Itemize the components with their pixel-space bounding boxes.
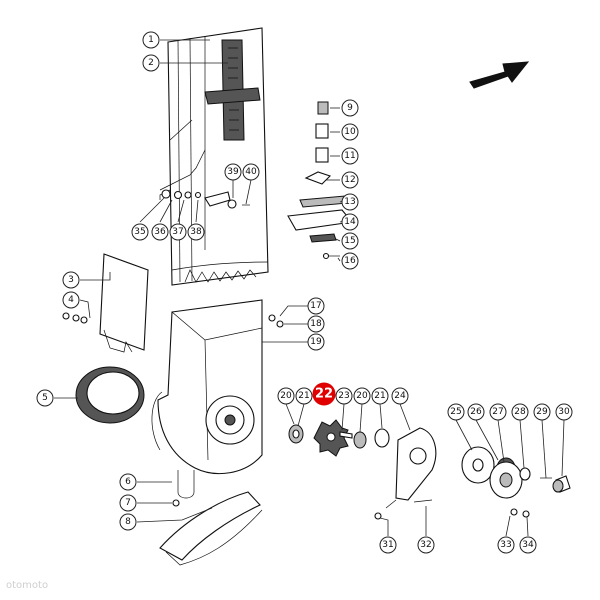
callout-2-label: 2 xyxy=(148,58,154,68)
callout-38-label: 38 xyxy=(190,227,202,237)
u-bolt-and-guard xyxy=(159,470,263,566)
callout-26-label: 26 xyxy=(470,407,482,417)
callout-24-label: 24 xyxy=(394,391,406,401)
callout-40: 40 xyxy=(242,163,260,181)
callout-22-highlighted: 22 xyxy=(312,382,336,406)
callout-25: 25 xyxy=(447,403,465,421)
callout-33-label: 33 xyxy=(500,540,511,550)
callout-16: 16 xyxy=(341,252,359,270)
callout-24: 24 xyxy=(391,387,409,405)
callout-35: 35 xyxy=(131,223,149,241)
callout-8: 8 xyxy=(119,513,137,531)
callout-17-label: 17 xyxy=(310,301,321,311)
elevator-chain xyxy=(204,39,261,141)
bolt-group-35-38 xyxy=(159,149,250,209)
watermark: otomoto xyxy=(6,580,48,591)
callout-19: 19 xyxy=(307,333,325,351)
callout-9-label: 9 xyxy=(347,103,353,113)
callout-6: 6 xyxy=(119,473,137,491)
callout-21b: 21 xyxy=(371,387,389,405)
drive-parts xyxy=(288,419,571,520)
direction-arrow-icon xyxy=(469,61,530,89)
callout-32-label: 32 xyxy=(420,540,431,550)
callout-20: 20 xyxy=(277,387,295,405)
callout-18-label: 18 xyxy=(310,319,322,329)
callout-16-label: 16 xyxy=(344,256,356,266)
callout-26: 26 xyxy=(467,403,485,421)
callout-20-label: 20 xyxy=(280,391,292,401)
callout-33: 33 xyxy=(497,536,515,554)
callout-11-label: 11 xyxy=(344,151,355,161)
callout-14-label: 14 xyxy=(344,217,356,227)
callout-36-label: 36 xyxy=(154,227,166,237)
callout-28-label: 28 xyxy=(514,407,526,417)
callout-27: 27 xyxy=(489,403,507,421)
callout-37: 37 xyxy=(169,223,187,241)
callout-12: 12 xyxy=(341,171,359,189)
callout-22-label: 22 xyxy=(315,387,333,402)
callout-29: 29 xyxy=(533,403,551,421)
callout-34: 34 xyxy=(519,536,537,554)
callout-28: 28 xyxy=(511,403,529,421)
callout-13-label: 13 xyxy=(344,197,355,207)
callout-10: 10 xyxy=(341,123,359,141)
callout-29-label: 29 xyxy=(536,407,548,417)
callout-13: 13 xyxy=(341,193,359,211)
callout-31: 31 xyxy=(379,536,397,554)
fan-housing xyxy=(151,299,263,475)
callout-30: 30 xyxy=(555,403,573,421)
callout-3: 3 xyxy=(62,271,80,289)
callout-25-label: 25 xyxy=(450,407,461,417)
callout-4: 4 xyxy=(62,291,80,309)
callout-2: 2 xyxy=(142,54,160,72)
callout-15: 15 xyxy=(341,232,359,250)
callout-1: 1 xyxy=(142,31,160,49)
callout-10-label: 10 xyxy=(344,127,356,137)
callout-15-label: 15 xyxy=(344,236,355,246)
callout-31-label: 31 xyxy=(382,540,393,550)
callout-12-label: 12 xyxy=(344,175,355,185)
callout-40-label: 40 xyxy=(245,167,257,177)
callout-17: 17 xyxy=(307,297,325,315)
callout-21-label: 21 xyxy=(298,391,309,401)
callout-23-label: 23 xyxy=(338,391,349,401)
callout-7-label: 7 xyxy=(125,498,131,508)
callout-9: 9 xyxy=(341,99,359,117)
callout-32: 32 xyxy=(417,536,435,554)
cover-plate xyxy=(99,253,149,353)
callout-7: 7 xyxy=(119,494,137,512)
callout-34-label: 34 xyxy=(522,540,534,550)
callout-6-label: 6 xyxy=(125,477,131,487)
callout-18: 18 xyxy=(307,315,325,333)
callout-8-label: 8 xyxy=(125,517,131,527)
callout-35-label: 35 xyxy=(134,227,145,237)
callout-20b-label: 20 xyxy=(356,391,368,401)
callout-11: 11 xyxy=(341,147,359,165)
bolt-4 xyxy=(62,312,88,324)
callout-36: 36 xyxy=(151,223,169,241)
ring-band xyxy=(75,366,145,424)
callout-21: 21 xyxy=(295,387,313,405)
callout-21b-label: 21 xyxy=(374,391,385,401)
callout-5-label: 5 xyxy=(42,393,48,403)
callout-27-label: 27 xyxy=(492,407,503,417)
callout-38: 38 xyxy=(187,223,205,241)
callout-4-label: 4 xyxy=(68,295,74,305)
callout-3-label: 3 xyxy=(68,275,74,285)
callout-19-label: 19 xyxy=(310,337,322,347)
leader-lines xyxy=(54,39,565,537)
callout-1-label: 1 xyxy=(148,35,154,45)
callout-23: 23 xyxy=(335,387,353,405)
callout-14: 14 xyxy=(341,213,359,231)
callout-30-label: 30 xyxy=(558,407,570,417)
callout-39-label: 39 xyxy=(227,167,239,177)
callout-39: 39 xyxy=(224,163,242,181)
callout-5: 5 xyxy=(36,389,54,407)
callout-37-label: 37 xyxy=(172,227,183,237)
nut-17-18 xyxy=(268,314,284,328)
callout-20b: 20 xyxy=(353,387,371,405)
elevator-housing xyxy=(159,27,269,286)
